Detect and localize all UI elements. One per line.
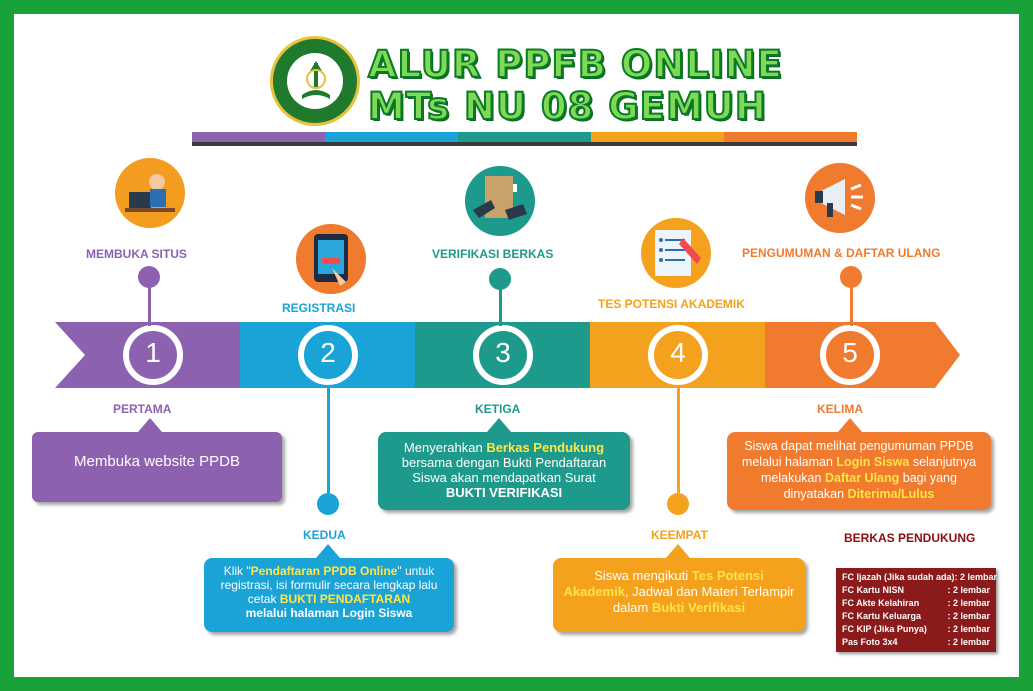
berkas-item: FC Akte Kelahiran bbox=[842, 598, 920, 608]
step-3-stem bbox=[499, 288, 502, 326]
color-bar-shadow bbox=[192, 142, 857, 146]
step-3-dot bbox=[489, 268, 511, 290]
megaphone-icon bbox=[805, 163, 875, 233]
step-2-number: 2 bbox=[320, 337, 336, 368]
box-4-highlight-1: Tes Potensi Akademik bbox=[563, 568, 764, 599]
box-3-text-3: BUKTI VERIFIKASI bbox=[445, 485, 563, 500]
berkas-row: FC Kartu NISN : 2 lembar bbox=[842, 584, 990, 597]
step-2-ordinal: KEDUA bbox=[303, 528, 346, 542]
step-4-box: Siswa mengikuti Tes Potensi Akademik, Ja… bbox=[553, 558, 805, 632]
step-4-ordinal: KEEMPAT bbox=[651, 528, 708, 542]
berkas-qty: : 2 lembar bbox=[947, 611, 990, 621]
step-1-ordinal: PERTAMA bbox=[113, 402, 172, 416]
box-5-text-3: bagi yang dinyatakan bbox=[783, 471, 957, 501]
berkas-row: FC Kartu Keluarga : 2 lembar bbox=[842, 610, 990, 623]
berkas-row: Pas Foto 3x4 : 2 lembar bbox=[842, 636, 990, 649]
step-4-number: 4 bbox=[670, 337, 686, 368]
berkas-item: Pas Foto 3x4 bbox=[842, 637, 898, 647]
box-2-text-1: Klik " bbox=[223, 564, 251, 578]
box-2-pointer bbox=[316, 544, 340, 558]
color-bar-blue bbox=[325, 132, 458, 142]
box-5-highlight-2: Daftar Ulang bbox=[824, 471, 900, 485]
berkas-item: FC KIP (Jika Punya) bbox=[842, 624, 927, 634]
school-logo bbox=[270, 36, 360, 126]
step-5-box: Siswa dapat melihat pengumuman PPDB mela… bbox=[727, 432, 991, 510]
box-5-pointer bbox=[838, 418, 862, 432]
box-4-highlight-2: Bukti Verifikasi bbox=[651, 600, 746, 615]
step-4-name: TES POTENSI AKADEMIK bbox=[598, 297, 745, 311]
step-2-stem bbox=[327, 385, 330, 493]
step-1-stem bbox=[148, 286, 151, 326]
color-bar-red bbox=[724, 132, 857, 142]
color-bar-purple bbox=[192, 132, 325, 142]
step-5-name: PENGUMUMAN & DAFTAR ULANG bbox=[742, 246, 941, 260]
box-3-text-1: Menyerahkan bbox=[403, 440, 487, 455]
exam-paper-icon bbox=[641, 218, 711, 288]
step-5-number: 5 bbox=[842, 337, 858, 368]
step-2-name: REGISTRASI bbox=[282, 301, 356, 315]
title-line-1: ALUR PPFB ONLINE bbox=[367, 43, 783, 87]
box-2-highlight-2: BUKTI PENDAFTARAN bbox=[279, 592, 411, 606]
box-2-highlight-1: Pendaftaran PPDB Online bbox=[250, 564, 398, 578]
tablet-form-icon bbox=[296, 224, 366, 294]
computer-user-icon bbox=[115, 158, 185, 228]
box-5-text-2: selanjutnya melakukan bbox=[761, 455, 977, 485]
step-1-dot bbox=[138, 266, 160, 288]
box-2-text-3: melalui halaman Login Siswa bbox=[245, 606, 413, 620]
step-2-circle bbox=[298, 325, 358, 385]
berkas-item: FC Kartu Keluarga bbox=[842, 611, 922, 621]
step-5-ordinal: KELIMA bbox=[817, 402, 863, 416]
box-5-highlight-1: Login Siswa bbox=[836, 455, 910, 469]
step-3-box: Menyerahkan Berkas Pendukung bersama den… bbox=[378, 432, 630, 510]
berkas-qty: : 2 lembar bbox=[947, 624, 990, 634]
step-2-box: Klik "Pendaftaran PPDB Online" untuk reg… bbox=[204, 558, 454, 632]
box-3-text-2: bersama dengan Bukti Pendaftaran Siswa a… bbox=[401, 455, 607, 485]
box-5-highlight-3: Diterima/Lulus bbox=[847, 487, 935, 501]
berkas-row: FC KIP (Jika Punya) : 2 lembar bbox=[842, 623, 990, 636]
step-1-circle bbox=[123, 325, 183, 385]
box-1-text: Membuka website PPDB bbox=[74, 453, 240, 470]
step-3-circle bbox=[473, 325, 533, 385]
berkas-row: FC Akte Kelahiran : 2 lembar bbox=[842, 597, 990, 610]
step-3-number: 3 bbox=[495, 337, 511, 368]
box-4-pointer bbox=[666, 544, 690, 558]
step-3-ordinal: KETIGA bbox=[475, 402, 521, 416]
step-4-stem bbox=[677, 385, 680, 493]
document-folder-icon bbox=[465, 166, 535, 236]
step-4-circle bbox=[648, 325, 708, 385]
berkas-title: BERKAS PENDUKUNG bbox=[844, 531, 976, 545]
color-bar-orange bbox=[591, 132, 724, 142]
berkas-row: FC Ijazah (Jika sudah ada): 2 lembar bbox=[842, 571, 997, 584]
color-bar-teal bbox=[458, 132, 591, 142]
box-4-text-1: Siswa mengikuti bbox=[594, 568, 692, 583]
title-line-2: MTs NU 08 GEMUH bbox=[367, 85, 767, 129]
berkas-item: FC Kartu NISN bbox=[842, 585, 905, 595]
box-2-text-2: " untuk registrasi, isi formulir secara … bbox=[220, 564, 438, 606]
step-4-dot bbox=[667, 493, 689, 515]
berkas-qty: : 2 lembar bbox=[954, 572, 998, 582]
box-4-text-2: , Jadwal dan Materi Terlampir dalam bbox=[612, 584, 795, 615]
step-5-circle bbox=[820, 325, 880, 385]
berkas-table: FC Ijazah (Jika sudah ada): 2 lembar FC … bbox=[836, 568, 997, 652]
page-title: ALUR PPFB ONLINE MTs NU 08 GEMUH bbox=[367, 43, 788, 129]
step-1-name: MEMBUKA SITUS bbox=[86, 247, 187, 261]
berkas-qty: : 2 lembar bbox=[947, 637, 990, 647]
step-2-dot bbox=[317, 493, 339, 515]
box-5-text-1: Siswa dapat melihat pengumuman PPDB mela… bbox=[741, 439, 974, 469]
berkas-qty: : 2 lembar bbox=[947, 598, 990, 608]
berkas-qty: : 2 lembar bbox=[947, 585, 990, 595]
step-1-box: Membuka website PPDB bbox=[32, 432, 282, 502]
box-3-highlight-1: Berkas Pendukung bbox=[486, 440, 605, 455]
berkas-item: FC Ijazah (Jika sudah ada) bbox=[842, 572, 955, 582]
step-5-stem bbox=[850, 286, 853, 326]
step-3-name: VERIFIKASI BERKAS bbox=[432, 247, 554, 261]
step-1-number: 1 bbox=[145, 337, 161, 368]
box-3-pointer bbox=[487, 418, 511, 432]
step-5-dot bbox=[840, 266, 862, 288]
box-1-pointer bbox=[138, 418, 162, 432]
